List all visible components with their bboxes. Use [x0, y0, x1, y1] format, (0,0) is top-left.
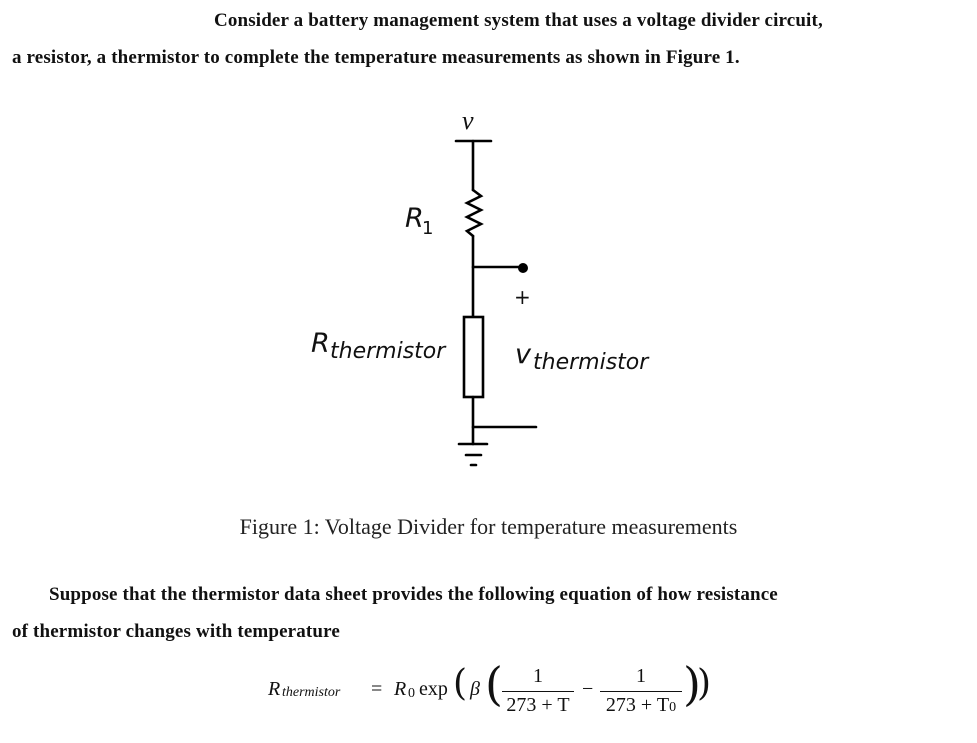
eq-r0-subscript: 0: [408, 686, 415, 701]
eq-frac2-denominator-subscript: 0: [669, 700, 677, 715]
rthermistor-label: R: [311, 328, 330, 359]
eq-frac2-numerator: 1: [636, 665, 646, 687]
intro-line-2: a resistor, a thermistor to complete the…: [12, 47, 740, 68]
eq-inner-close-paren: ): [683, 657, 701, 711]
eq-frac2-denominator: 273 + T0: [600, 695, 682, 715]
r1-label-subscript: 1: [422, 218, 433, 239]
eq-lhs-subscript: thermistor: [282, 685, 341, 700]
vthermistor-label: v: [515, 339, 532, 370]
eq-frac1-denominator-text: 273 + T: [506, 694, 570, 716]
datasheet-line-2: of thermistor changes with temperature: [12, 621, 340, 642]
figure-caption: Figure 1: Voltage Divider for temperatur…: [239, 514, 738, 539]
eq-beta: β: [470, 678, 480, 700]
eq-lhs-r: R: [268, 678, 281, 700]
eq-frac2-bar: [600, 691, 682, 692]
eq-outer-open-paren: (: [453, 663, 468, 704]
datasheet-line-1: Suppose that the thermistor data sheet p…: [49, 584, 778, 605]
intro-line-1: Consider a battery management system tha…: [214, 10, 823, 31]
supply-label: v: [462, 106, 474, 135]
plus-sign: +: [514, 285, 531, 309]
thermistor-body: [462, 315, 485, 399]
eq-frac2-denominator-text: 273 + T: [605, 694, 670, 716]
eq-exp: exp: [419, 678, 448, 700]
eq-minus: −: [582, 678, 594, 700]
eq-frac1-denominator: 273 + T: [502, 695, 574, 715]
eq-frac1-numerator: 1: [533, 665, 543, 687]
rthermistor-label-subscript: thermistor: [330, 339, 447, 364]
eq-r0: R: [394, 678, 407, 700]
output-node-dot: [518, 263, 528, 273]
vthermistor-label-subscript: thermistor: [533, 350, 650, 375]
eq-inner-open-paren: (: [485, 657, 503, 711]
r1-label: R: [405, 203, 424, 234]
eq-equals: =: [371, 678, 383, 700]
r1-resistor-zigzag: [464, 188, 484, 238]
eq-outer-close-paren: ): [697, 663, 712, 704]
eq-frac1-bar: [502, 691, 574, 692]
